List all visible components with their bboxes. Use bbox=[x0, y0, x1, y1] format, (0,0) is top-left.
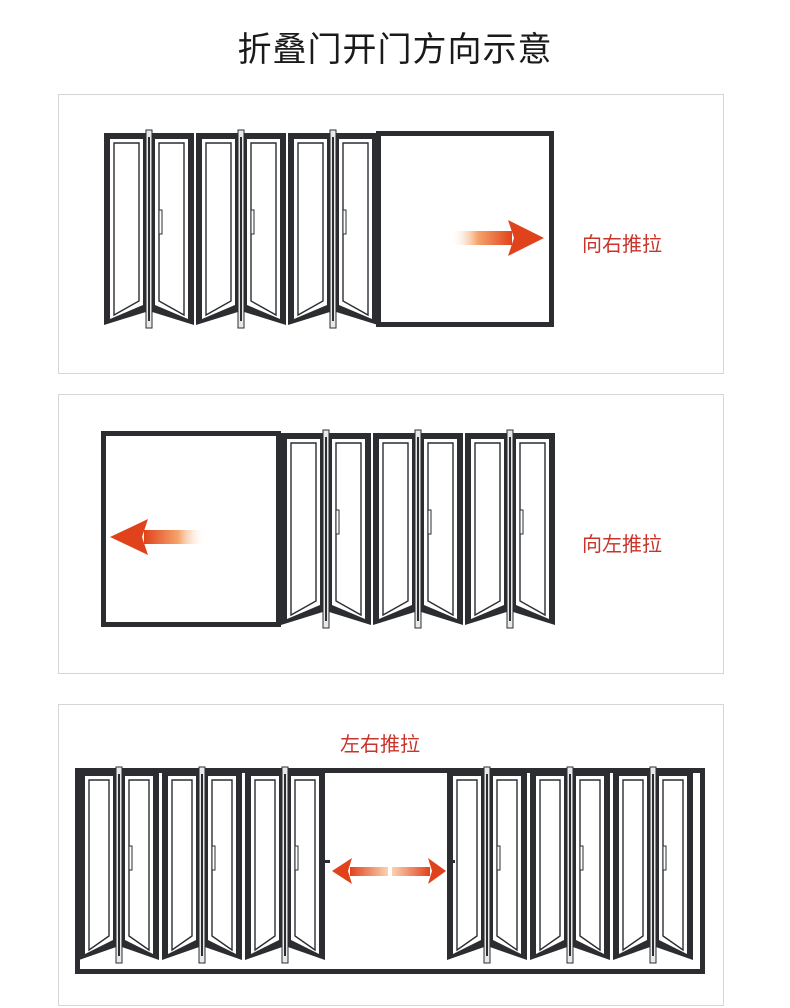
arrow-left-icon bbox=[110, 519, 206, 555]
folding-door-set-left bbox=[79, 766, 325, 964]
handle bbox=[294, 845, 299, 871]
door-leaf bbox=[162, 770, 202, 960]
latch bbox=[277, 530, 285, 533]
handle bbox=[342, 209, 347, 235]
door-leaf bbox=[288, 133, 333, 325]
handle bbox=[496, 845, 501, 871]
folding-door-set-right bbox=[447, 766, 693, 964]
latch bbox=[447, 860, 455, 863]
handle bbox=[519, 509, 524, 535]
door-leaf bbox=[487, 770, 527, 960]
door-leaf bbox=[285, 770, 325, 960]
door-leaf bbox=[119, 770, 159, 960]
door-leaf bbox=[510, 433, 555, 625]
door-leaf bbox=[447, 770, 487, 960]
folding-door-set bbox=[281, 429, 555, 629]
handle bbox=[662, 845, 667, 871]
handle bbox=[427, 509, 432, 535]
door-leaf bbox=[333, 133, 378, 325]
handle bbox=[158, 209, 163, 235]
door-leaf bbox=[202, 770, 242, 960]
latch bbox=[322, 860, 330, 863]
door-leaf bbox=[570, 770, 610, 960]
door-leaf bbox=[653, 770, 693, 960]
handle bbox=[250, 209, 255, 235]
handle bbox=[579, 845, 584, 871]
door-leaf bbox=[241, 133, 286, 325]
door-leaf bbox=[326, 433, 371, 625]
door-leaf bbox=[149, 133, 194, 325]
handle bbox=[211, 845, 216, 871]
door-leaf bbox=[79, 770, 119, 960]
caption-push-left: 向左推拉 bbox=[582, 532, 662, 556]
caption-push-right: 向右推拉 bbox=[582, 232, 662, 256]
door-leaf bbox=[104, 133, 149, 325]
arrow-both-icon bbox=[332, 858, 446, 884]
page-title: 折叠门开门方向示意 bbox=[237, 30, 553, 70]
door-leaf bbox=[196, 133, 241, 325]
arrow-right-icon bbox=[450, 220, 544, 256]
door-leaf bbox=[613, 770, 653, 960]
handle bbox=[335, 509, 340, 535]
door-leaf bbox=[245, 770, 285, 960]
door-leaf bbox=[530, 770, 570, 960]
door-leaf bbox=[373, 433, 418, 625]
folding-door-set bbox=[104, 129, 378, 329]
latch bbox=[372, 227, 380, 230]
opening-frame bbox=[376, 131, 554, 327]
door-leaf bbox=[281, 433, 326, 625]
handle bbox=[128, 845, 133, 871]
door-leaf bbox=[465, 433, 510, 625]
caption-push-both: 左右推拉 bbox=[340, 732, 420, 756]
door-leaf bbox=[418, 433, 463, 625]
